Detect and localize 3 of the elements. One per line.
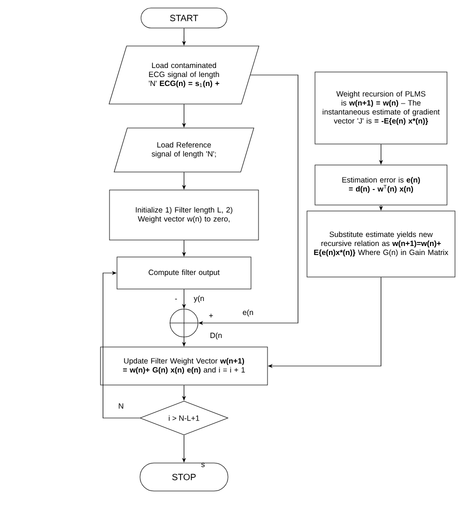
summing-junction (170, 308, 198, 338)
terminal-box: START (140, 8, 228, 28)
arrow (102, 270, 140, 418)
